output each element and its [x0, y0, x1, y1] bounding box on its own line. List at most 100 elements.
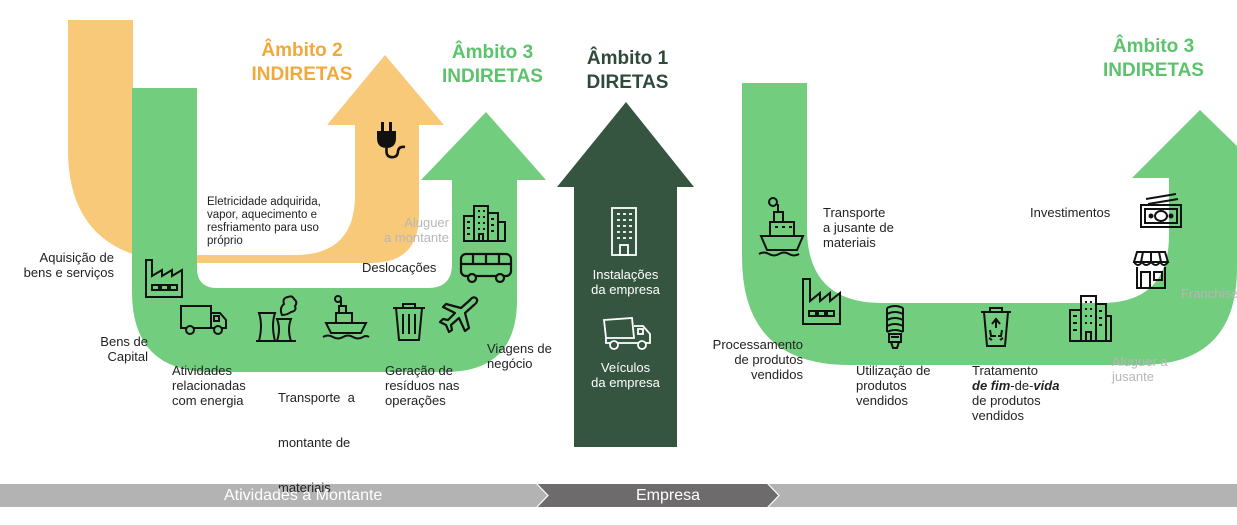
processing-label-line: de produtos: [734, 352, 803, 367]
capital-goods-label: Bens de Capital: [60, 334, 148, 364]
use-of-products-label-line: vendidos: [856, 393, 909, 408]
scope3-upstream-title-line2: INDIRETAS: [442, 66, 543, 87]
use-of-products-label-line: produtos: [856, 378, 907, 393]
vehicles-label-line: da empresa: [591, 375, 660, 390]
end-of-life-italic-a: de fim: [972, 378, 1011, 393]
scope2-title: Âmbito 2 INDIRETAS: [232, 39, 372, 87]
cargo-ship-icon: [322, 295, 370, 340]
bottom-bar-upstream-label: Atividades a Montante: [224, 487, 383, 504]
storefront-icon: [1132, 250, 1170, 290]
power-plant-icon: [255, 295, 298, 343]
waste-label-line: operações: [385, 393, 446, 408]
scope1-title-line2: DIRETAS: [586, 72, 669, 93]
scope3-upstream-title-line1: Âmbito 3: [451, 42, 534, 63]
factory-icon: [143, 256, 185, 298]
electricity-label-line: Eletricidade adquirida,: [207, 196, 321, 208]
use-of-products-label: Utilização de produtos vendidos: [856, 363, 930, 408]
dump-truck-icon: [602, 316, 652, 352]
end-of-life-mid: -de-: [1010, 378, 1034, 393]
office-building-icon: [609, 206, 639, 256]
downstream-leased-label-line: Aluguer a: [1112, 354, 1168, 369]
end-of-life-label-line: de produtos: [972, 393, 1041, 408]
scope2-title-line1: Âmbito 2: [261, 40, 343, 61]
business-travel-label-line: Viagens de: [487, 341, 552, 356]
vehicles-label-line: Veículos: [600, 360, 651, 375]
city-buildings-icon: [462, 204, 506, 242]
energy-activities-label-line: com energia: [172, 393, 244, 408]
bottom-bar-chevron-left: [535, 482, 549, 509]
airplane-icon: [438, 294, 481, 334]
electricity-label: Eletricidade adquirida, vapor, aquecimen…: [207, 196, 321, 248]
waste-label: Geração de resíduos nas operações: [385, 363, 459, 408]
energy-activities-label-line: relacionadas: [172, 378, 246, 393]
downstream-transport-label-line: Transporte: [823, 205, 886, 220]
upstream-transport-label-line: materiais: [278, 480, 331, 495]
business-travel-label-line: negócio: [487, 356, 533, 371]
energy-activities-label: Atividades relacionadas com energia: [172, 363, 246, 408]
scope3-upstream-arrow: [132, 88, 546, 372]
scope2-arrow: [68, 20, 444, 263]
bottom-bar-dark: [537, 484, 779, 507]
truck-icon: [179, 303, 229, 337]
bottom-bar-chevron-right: [766, 482, 780, 509]
upstream-transport-label-line: montante de: [278, 435, 351, 450]
purchased-goods-label-line: Aquisição de: [39, 250, 114, 265]
upstream-leased-label: Aluguer a montante: [365, 215, 449, 245]
use-of-products-label-line: Utilização de: [856, 363, 931, 378]
scope3-downstream-title: Âmbito 3 INDIRETAS: [1081, 35, 1226, 83]
cargo-ship-icon: [758, 196, 806, 257]
waste-label-line: Geração de: [385, 363, 453, 378]
upstream-leased-label-line: a montante: [383, 230, 449, 245]
end-of-life-label-line: vendidos: [972, 408, 1025, 423]
recycle-bin-icon: [979, 306, 1013, 348]
money-icon: [1138, 191, 1184, 231]
scope1-title-line1: Âmbito 1: [586, 48, 669, 69]
scope3-downstream-title-line2: INDIRETAS: [1103, 60, 1204, 81]
scope1-arrow: [557, 102, 694, 447]
processing-label-line: Processamento: [712, 337, 803, 352]
downstream-transport-label-line: materiais: [823, 235, 876, 250]
upstream-transport-label-line: Transporte a: [278, 390, 355, 405]
scope1-title: Âmbito 1 DIRETAS: [560, 47, 695, 95]
electricity-label-line: resfriamento para uso: [207, 222, 319, 234]
scope2-title-line2: INDIRETAS: [251, 64, 353, 85]
facilities-label-line: Instalações: [592, 267, 659, 282]
factory-icon: [800, 275, 842, 325]
capital-goods-label-line: Bens de: [100, 334, 148, 349]
downstream-leased-label-line: jusante: [1112, 369, 1154, 384]
investments-label: Investimentos: [1030, 205, 1111, 220]
scope3-downstream-title-line1: Âmbito 3: [1112, 36, 1195, 57]
bus-icon: [459, 252, 513, 284]
electricity-label-line: vapor, aquecimento e: [207, 209, 317, 221]
commuting-label: Deslocações: [362, 260, 437, 275]
electricity-label-line: próprio: [207, 235, 243, 247]
city-buildings-icon: [1068, 294, 1112, 342]
end-of-life-label: Tratamento de fim-de-vida de produtos ve…: [972, 363, 1059, 423]
bottom-bar-company-label: Empresa: [636, 487, 701, 504]
energy-activities-label-line: Atividades: [172, 363, 232, 378]
plug-icon: [374, 122, 410, 160]
downstream-leased-label: Aluguer a jusante: [1112, 354, 1168, 384]
ghg-scopes-diagram: Âmbito 2 INDIRETAS Âmbito 3 INDIRETAS Âm…: [0, 20, 1237, 509]
waste-label-line: resíduos nas: [385, 378, 460, 393]
facilities-label: Instalações da empresa: [574, 267, 677, 297]
processing-label: Processamento de produtos vendidos: [690, 337, 803, 382]
facilities-label-line: da empresa: [591, 282, 660, 297]
scope3-upstream-title: Âmbito 3 INDIRETAS: [420, 41, 565, 89]
downstream-transport-label: Transporte a jusante de materiais: [823, 205, 894, 250]
end-of-life-label-line: de fim-de-vida: [972, 378, 1059, 393]
lightbulb-icon: [883, 302, 907, 350]
trash-bin-icon: [391, 302, 427, 342]
upstream-leased-label-line: Aluguer: [404, 215, 449, 230]
purchased-goods-label: Aquisição de bens e serviços: [17, 250, 114, 280]
end-of-life-italic-b: vida: [1033, 378, 1060, 393]
capital-goods-label-line: Capital: [107, 349, 148, 364]
upstream-transport-label: Transporte a montante de materiais: [278, 360, 355, 525]
downstream-transport-label-line: a jusante de: [823, 220, 894, 235]
franchises-label: Franchises: [1181, 286, 1237, 301]
end-of-life-label-line: Tratamento: [972, 363, 1038, 378]
vehicles-label: Veículos da empresa: [574, 360, 677, 390]
business-travel-label: Viagens de negócio: [487, 341, 552, 371]
purchased-goods-label-line: bens e serviços: [23, 265, 114, 280]
processing-label-line: vendidos: [750, 367, 803, 382]
